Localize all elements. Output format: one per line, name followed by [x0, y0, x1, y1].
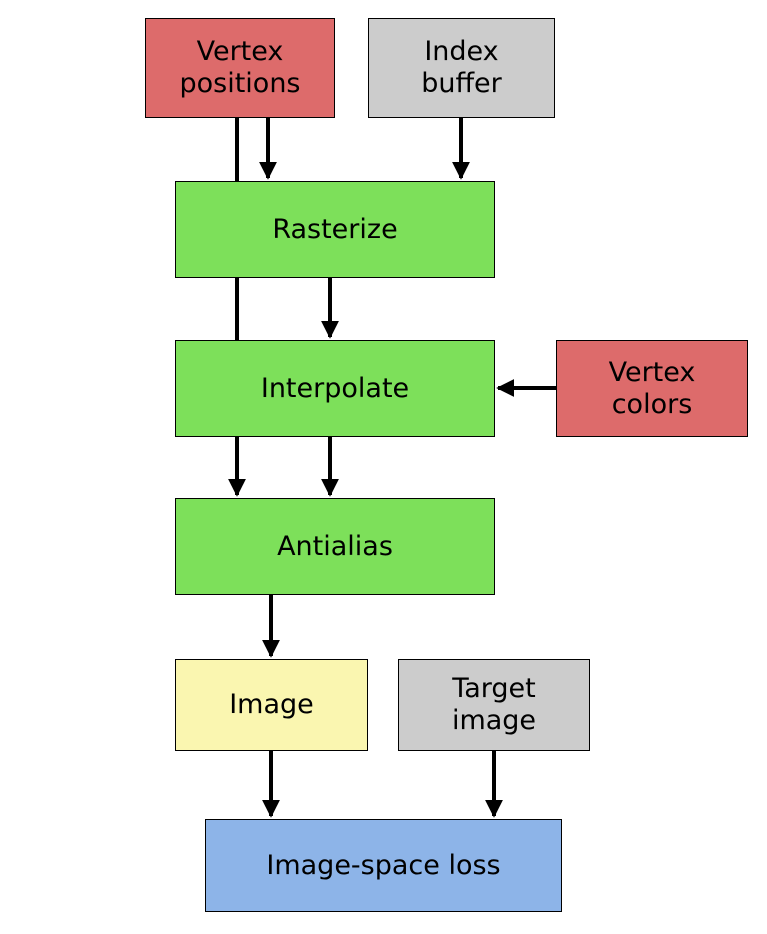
- node-rasterize: Rasterize: [175, 181, 495, 278]
- node-antialias: Antialias: [175, 498, 495, 595]
- node-vertex-positions: Vertex positions: [145, 18, 335, 118]
- node-interpolate: Interpolate: [175, 340, 495, 437]
- node-image-space-loss: Image-space loss: [205, 819, 562, 912]
- node-target-image: Target image: [398, 659, 590, 751]
- node-index-buffer: Index buffer: [368, 18, 555, 118]
- node-image: Image: [175, 659, 368, 751]
- node-vertex-colors: Vertex colors: [556, 340, 748, 437]
